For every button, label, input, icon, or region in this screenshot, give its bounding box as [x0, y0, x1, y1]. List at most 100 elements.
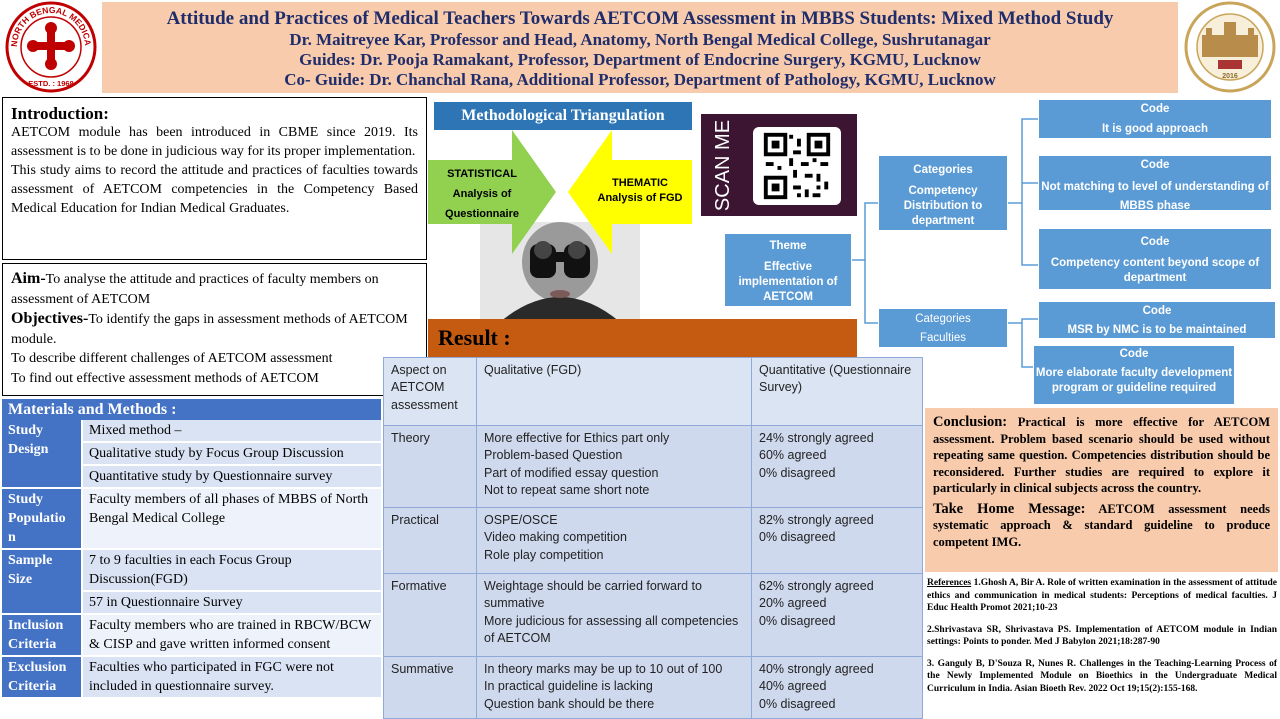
result-quant-item: 0% disagreed — [759, 465, 836, 480]
code-text: Competency content beyond scope of depar… — [1050, 257, 1260, 284]
aim-text: To analyse the attitude and practices of… — [11, 272, 379, 307]
result-quant-item: 0% disagreed — [759, 530, 836, 545]
reference-3: 3. Ganguly B, D'Souza R, Nunes R. Challe… — [927, 658, 1277, 694]
introduction-p1: AETCOM module has been introduced in CBM… — [11, 125, 418, 159]
row-value: Faculty members who are trained in RBCW/… — [82, 614, 381, 657]
author-line: Dr. Maitreyee Kar, Professor and Head, A… — [289, 30, 991, 49]
objective-1: To identify the gaps in assessment metho… — [11, 312, 408, 347]
code-text: More elaborate faculty development progr… — [1035, 367, 1233, 394]
code-text: MSR by NMC is to be maintained — [1067, 324, 1247, 336]
row-value: Quantitative study by Questionnaire surv… — [82, 465, 381, 489]
result-qual-item: OSPE/OSCE — [484, 513, 558, 527]
result-qual-item: Part of modified essay question — [484, 465, 659, 480]
reference-1: 1.Ghosh A, Bir A. Role of written examin… — [927, 578, 1278, 613]
code-text: Not matching to level of understanding o… — [1041, 181, 1269, 212]
row-value: Faculty members of all phases of MBBS of… — [82, 488, 381, 550]
aim-objectives-box: Aim-To analyse the attitude and practice… — [2, 263, 427, 396]
theme-tree-connectors — [852, 118, 1038, 368]
result-aspect: Theory — [383, 425, 477, 508]
result-qual-item: In practical guideline is lacking — [484, 679, 653, 694]
result-aspect: Summative — [383, 656, 477, 719]
conclusion-text: Practical is more effective for AETCOM a… — [933, 415, 1271, 495]
left-arrow-line3: Questionnaire — [445, 208, 519, 220]
row-value: Mixed method – — [82, 420, 381, 443]
qr-code-icon[interactable] — [753, 127, 841, 205]
result-qual-item: More effective for Ethics part only — [484, 431, 670, 445]
result-quant-item: 0% disagreed — [759, 613, 836, 628]
reference-2: 2.Shrivastava SR, Shrivastava PS. Implem… — [927, 624, 1277, 648]
category-text: Faculties — [919, 332, 967, 344]
references-label: References — [927, 578, 972, 588]
code-label: Code — [1140, 236, 1170, 248]
code-label: Code — [1140, 159, 1170, 171]
poster-header: Attitude and Practices of Medical Teache… — [102, 2, 1178, 93]
right-arrow-line1: THEMATIC — [611, 177, 668, 189]
row-value: 7 to 9 faculties in each Focus Group Dis… — [82, 549, 381, 592]
left-arrow-line1: STATISTICAL — [447, 168, 517, 180]
theme-label: Theme — [769, 240, 807, 252]
row-value: Qualitative study by Focus Group Discuss… — [82, 442, 381, 466]
code-label: Code — [1142, 305, 1172, 317]
take-home-label: Take Home Message: — [933, 500, 1086, 517]
objective-3: To find out effective assessment methods… — [11, 370, 319, 386]
result-quant-item: 40% strongly agreed — [759, 662, 874, 676]
result-quant-item: 62% strongly agreed — [759, 579, 874, 593]
tree-category-node: Categories Competency Distribution to de… — [878, 155, 1008, 231]
take-home-text: AETCOM assessment needs systematic appro… — [933, 501, 1271, 549]
tree-code-node: Code It is good approach — [1038, 99, 1272, 139]
materials-table: Study Design Mixed method – Qualitative … — [2, 420, 381, 699]
result-header-quantitative: Quantitative (Questionnaire Survey) — [751, 357, 923, 426]
left-arrow-line2: Analysis of — [452, 188, 512, 200]
result-qual-item: Role play competition — [484, 547, 604, 562]
materials-title: Materials and Methods : — [2, 399, 381, 420]
category-text: Competency Distribution to department — [903, 185, 983, 227]
tree-code-node: Code More elaborate faculty development … — [1033, 345, 1235, 405]
triangulation-title: Methodological Triangulation — [434, 102, 692, 130]
code-text: It is good approach — [1101, 123, 1209, 135]
conclusion-box: Conclusion: Practical is more effective … — [925, 408, 1278, 572]
theme-text: Effective implementation of AETCOM — [738, 261, 838, 303]
row-header: Inclusion Criteria — [2, 614, 83, 657]
result-qual-item: Weightage should be carried forward to s… — [484, 579, 702, 611]
result-qual-item: More judicious for assessing all compete… — [484, 613, 739, 646]
result-heading: Result : — [428, 319, 857, 357]
row-header: Study Populatio n — [2, 488, 83, 550]
tree-category-node: Categories Faculties — [878, 308, 1008, 348]
objectives-label: Objectives- — [11, 310, 89, 327]
qr-code-card[interactable]: SCAN ME — [701, 114, 857, 216]
result-quant-item: 82% strongly agreed — [759, 513, 874, 527]
binoculars-photo — [480, 222, 640, 322]
right-arrow-line2: Analysis of FGD — [597, 192, 683, 204]
result-quant-item: 60% agreed — [759, 448, 827, 463]
poster-title: Attitude and Practices of Medical Teache… — [166, 8, 1114, 29]
result-quant-item: 24% strongly agreed — [759, 431, 874, 445]
result-qual-item: Not to repeat same short note — [484, 483, 650, 498]
result-table: Aspect on AETCOM assessment Qualitative … — [383, 357, 923, 719]
triangulation-arrows: STATISTICAL Analysis of Questionnaire TH… — [428, 130, 692, 254]
result-header-aspect: Aspect on AETCOM assessment — [383, 357, 477, 426]
category-label: Categories — [913, 164, 973, 176]
code-label: Code — [1119, 348, 1149, 360]
result-aspect: Formative — [383, 573, 477, 657]
row-header: Sample Size — [2, 549, 83, 615]
introduction-heading: Introduction: — [11, 104, 109, 123]
tree-code-node: Code Not matching to level of understand… — [1038, 155, 1272, 212]
category-label: Categories — [915, 313, 971, 325]
result-quant-item: 0% disagreed — [759, 696, 836, 711]
result-qual-item: Question bank should be there — [484, 696, 655, 711]
logo-year: 2016 — [1222, 73, 1238, 80]
result-qual-item: Video making competition — [484, 530, 627, 545]
aim-label: Aim- — [11, 270, 46, 287]
logo-estd: ESTD. : 1968 — [28, 79, 73, 88]
code-label: Code — [1140, 103, 1170, 115]
result-header-qualitative: Qualitative (FGD) — [476, 357, 752, 426]
row-value: 57 in Questionnaire Survey — [82, 591, 381, 615]
objective-2: To describe different challenges of AETC… — [11, 351, 333, 366]
row-header: Study Design — [2, 420, 83, 489]
introduction-box: Introduction: AETCOM module has been int… — [2, 97, 427, 260]
result-qual-item: In theory marks may be up to 10 out of 1… — [484, 662, 723, 676]
references: References 1.Ghosh A, Bir A. Role of wri… — [927, 577, 1277, 704]
result-qual-item: Problem-based Question — [484, 448, 623, 463]
college-logo: NORTH BENGAL MEDICAL COLLEGE ESTD. : 196… — [0, 0, 102, 95]
tree-code-node: Code Competency content beyond scope of … — [1038, 228, 1272, 290]
